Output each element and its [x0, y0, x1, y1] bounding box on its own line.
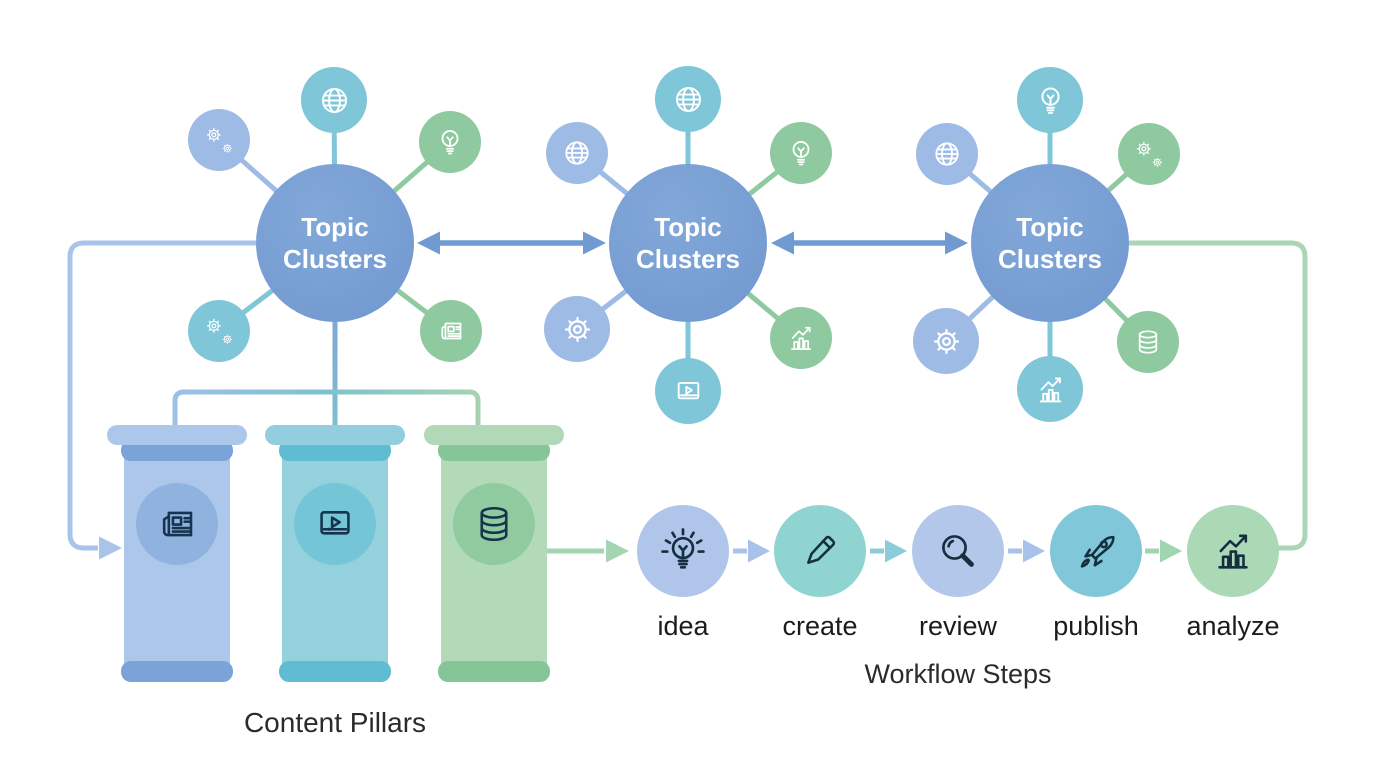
globe-icon [928, 135, 966, 173]
pillar-band [279, 440, 391, 461]
pillar-cap [265, 425, 405, 445]
pillar-band [438, 661, 550, 682]
gears-icon [1130, 135, 1168, 173]
pillar-cap [424, 425, 564, 445]
topic-cluster-2-label: Topic Clusters [635, 211, 741, 275]
content-pillar-data [422, 425, 566, 697]
satellite-bar-chart [1017, 356, 1083, 422]
workflow-step-idea: idea [637, 505, 729, 642]
gears-icon [200, 312, 238, 350]
workflow-step-review-label: review [918, 611, 998, 641]
magnifying-glass-icon [930, 523, 986, 579]
lightbulb-icon [1030, 80, 1071, 121]
pillar-icon-circle [136, 483, 218, 565]
rocket-icon [1068, 523, 1124, 579]
satellite-globe [301, 67, 367, 133]
topic-cluster-3-label: Topic Clusters [997, 211, 1103, 275]
lightbulb-icon [782, 134, 820, 172]
workflow-step-analyze-label: analyze [1186, 611, 1280, 641]
pillar-icon-circle [294, 483, 376, 565]
gears-icon [200, 121, 238, 159]
pillar-band [121, 440, 233, 461]
globe-icon [668, 79, 709, 120]
content-pillar-video [263, 425, 407, 697]
content-pillar-articles [105, 425, 249, 697]
workflow-step-publish-label: publish [1053, 611, 1139, 641]
workflow-step-idea-label: idea [657, 611, 709, 641]
database-icon [1129, 323, 1167, 361]
bar-chart-icon [782, 319, 820, 357]
workflow-step-publish-circle [1050, 505, 1142, 597]
satellite-gears [188, 300, 250, 362]
workflow-step-create-circle [774, 505, 866, 597]
satellite-globe [546, 122, 608, 184]
satellite-gear [913, 308, 979, 374]
cluster-link-arrow-1-2 [417, 231, 606, 255]
satellite-newspaper [420, 300, 482, 362]
lightbulb-rays-icon [655, 523, 711, 579]
cluster-link-arrow-2-3 [771, 231, 968, 255]
topic-cluster-1: Topic Clusters [256, 164, 414, 322]
content-pillars-label: Content Pillars [243, 707, 427, 738]
satellite-video-player [655, 358, 721, 424]
topic-cluster-1-label: Topic Clusters [282, 211, 388, 275]
workflow-step-create: create [774, 505, 866, 642]
satellite-gears [188, 109, 250, 171]
pen-icon [792, 523, 848, 579]
satellite-lightbulb [1017, 67, 1083, 133]
satellite-bar-chart [770, 307, 832, 369]
topic-cluster-2: Topic Clusters [609, 164, 767, 322]
bar-chart-icon [1030, 369, 1071, 410]
workflow-step-create-label: create [782, 611, 858, 641]
workflow-steps-label: Workflow Steps [864, 659, 1052, 689]
right-loop-connector [1129, 240, 1308, 551]
pillar-icon-circle [453, 483, 535, 565]
pillar-base [105, 677, 249, 697]
pillar-band [438, 440, 550, 461]
lightbulb-icon [431, 123, 469, 161]
pillar-band [121, 661, 233, 682]
video-player-icon [668, 371, 709, 412]
bar-chart-icon [1205, 523, 1261, 579]
workflow-step-publish: publish [1050, 505, 1142, 642]
satellite-globe [916, 123, 978, 185]
workflow-step-review-circle [912, 505, 1004, 597]
gear-icon [926, 321, 967, 362]
video-player-icon [307, 496, 363, 552]
database-icon [466, 496, 522, 552]
newspaper-icon [432, 312, 470, 350]
pillar-base [263, 677, 407, 697]
workflow-step-analyze: analyze [1186, 505, 1280, 642]
pillar-band [279, 661, 391, 682]
satellite-gears [1118, 123, 1180, 185]
workflow-step-analyze-circle [1187, 505, 1279, 597]
satellite-gear [544, 296, 610, 362]
satellite-globe [655, 66, 721, 132]
globe-icon [558, 134, 596, 172]
globe-icon [314, 80, 355, 121]
satellite-lightbulb [419, 111, 481, 173]
pillar-base [422, 677, 566, 697]
pillar-cap [107, 425, 247, 445]
gear-icon [557, 309, 598, 350]
newspaper-icon [149, 496, 205, 552]
workflow-step-idea-circle [637, 505, 729, 597]
workflow-step-review: review [912, 505, 1004, 642]
satellite-lightbulb [770, 122, 832, 184]
topic-cluster-3: Topic Clusters [971, 164, 1129, 322]
satellite-database [1117, 311, 1179, 373]
